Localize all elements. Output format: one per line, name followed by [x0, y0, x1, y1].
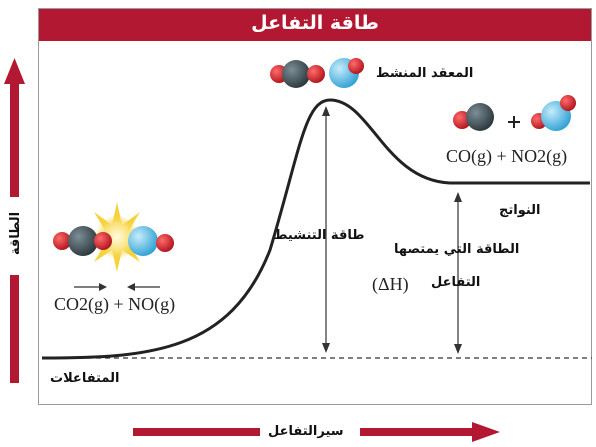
reactants-label: المتفاعلات — [50, 371, 120, 386]
activated-complex-label: المعقد المنشط — [376, 66, 474, 81]
energy-absorbed-label-line1: الطاقة التي يمتصها — [394, 242, 520, 257]
delta-h-arrow — [454, 192, 462, 354]
energy-absorbed-label-line2: التفاعل — [431, 275, 481, 290]
activation-energy-arrow — [322, 106, 330, 353]
no2-molecule-icon — [531, 95, 576, 131]
title-bar: طاقة التفاعل — [39, 9, 591, 41]
approach-arrows — [74, 283, 160, 291]
co2-molecule-icon — [53, 226, 112, 256]
reaction-energy-curve — [41, 98, 590, 360]
activation-energy-label: طاقة التنشيط — [274, 228, 365, 243]
diagram-title: طاقة التفاعل — [251, 12, 379, 34]
no-molecule-icon — [128, 226, 174, 256]
energy-axis-arrow — [4, 58, 25, 383]
reaction-progress-label: سيرالتفاعل — [268, 424, 344, 439]
products-label: النواتج — [499, 203, 541, 218]
co-molecule-icon — [453, 103, 494, 131]
delta-h-label: (ΔH) — [372, 274, 409, 294]
plus-sign — [508, 116, 520, 128]
reactants-formula: CO2(g) + NO(g) — [54, 294, 176, 314]
products-formula: CO(g) + NO2(g) — [446, 146, 568, 166]
reaction-progress-arrow — [133, 422, 500, 442]
activated-complex-molecule-icon — [270, 58, 364, 88]
